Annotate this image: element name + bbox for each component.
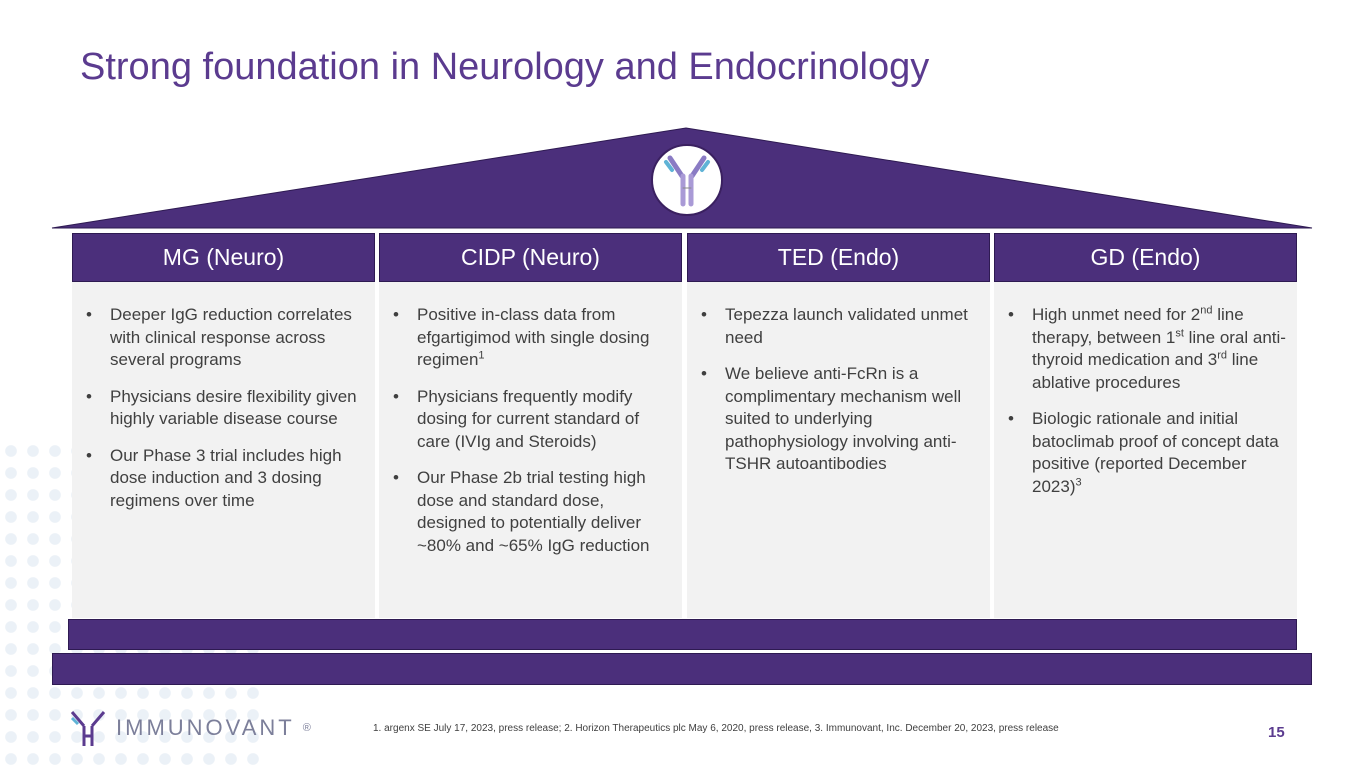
column-mg: MG (Neuro) Deeper IgG reduction correlat…: [72, 233, 375, 618]
bullet: Tepezza launch validated unmet need: [701, 304, 980, 349]
bullet: We believe anti-FcRn is a complimentary …: [701, 363, 980, 476]
antibody-icon: [651, 144, 723, 216]
bullet: Our Phase 2b trial testing high dose and…: [393, 467, 672, 557]
page-number: 15: [1268, 724, 1285, 741]
column-header: TED (Endo): [687, 233, 990, 282]
column-header: GD (Endo): [994, 233, 1297, 282]
immunovant-logo: IMMUNOVANT®: [68, 708, 311, 748]
page-title: Strong foundation in Neurology and Endoc…: [80, 46, 930, 88]
column-header: CIDP (Neuro): [379, 233, 682, 282]
bullet: Biologic rationale and initial batoclima…: [1008, 408, 1287, 498]
foundation-base: [52, 653, 1312, 685]
bullet: Physicians frequently modify dosing for …: [393, 386, 672, 454]
column-cidp: CIDP (Neuro) Positive in-class data from…: [379, 233, 682, 618]
column-ted: TED (Endo) Tepezza launch validated unme…: [687, 233, 990, 618]
column-gd: GD (Endo) High unmet need for 2nd line t…: [994, 233, 1297, 618]
bullet: Deeper IgG reduction correlates with cli…: [86, 304, 365, 372]
bullet: Our Phase 3 trial includes high dose ind…: [86, 445, 365, 513]
bullet: Physicians desire flexibility given high…: [86, 386, 365, 431]
bullet: High unmet need for 2nd line therapy, be…: [1008, 304, 1287, 394]
footnote: 1. argenx SE July 17, 2023, press releas…: [373, 723, 1059, 734]
logo-icon: [70, 711, 106, 746]
foundation-bar: [68, 619, 1297, 650]
bullet: Positive in-class data from efgartigimod…: [393, 304, 672, 372]
column-header: MG (Neuro): [72, 233, 375, 282]
